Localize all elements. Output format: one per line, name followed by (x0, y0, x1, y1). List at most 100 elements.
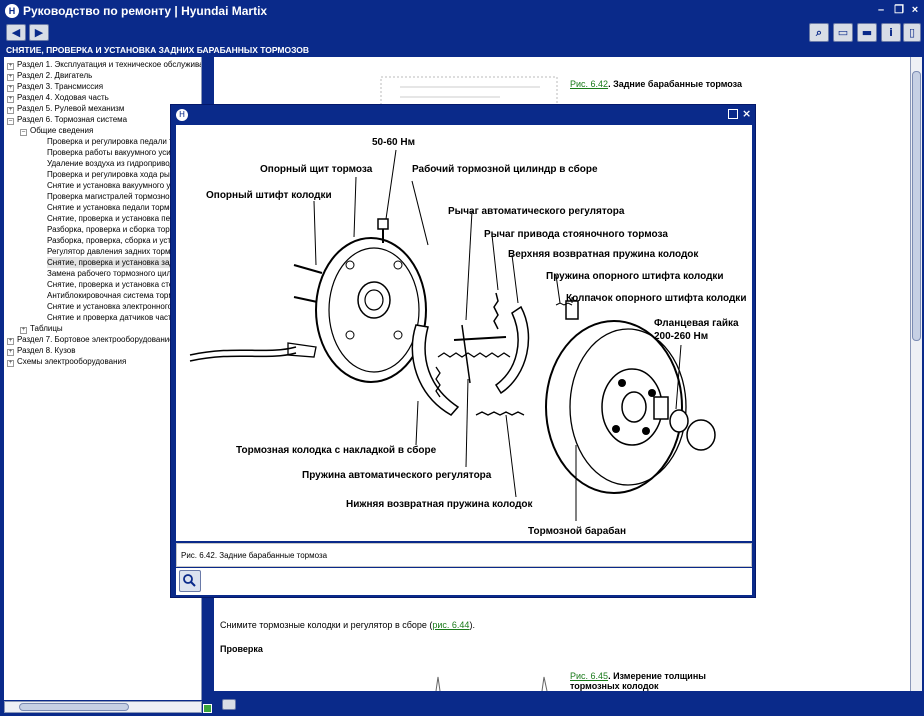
content-vertical-scrollbar[interactable] (910, 57, 922, 691)
check-icon (203, 704, 212, 713)
tree-item[interactable]: Снятие и установка электронного блока (47, 302, 196, 311)
tree-item[interactable]: Удаление воздуха из гидропривода (47, 159, 179, 168)
label-adjuster-spring: Пружина автоматического регулятора (302, 470, 492, 481)
popup-footer (176, 568, 752, 595)
label-torque-top: 50-60 Нм (372, 137, 415, 148)
tree-item[interactable]: Проверка работы вакуумного усилителя (47, 148, 197, 157)
toolbar: ◀ ▶ ⌕ ▭ ▬ i ▯ (0, 22, 924, 44)
tree-item[interactable]: +Раздел 2. Двигатель (7, 71, 93, 81)
expand-icon[interactable]: + (7, 96, 14, 103)
label-shoe-lining: Тормозная колодка с накладкой в сборе (236, 444, 437, 456)
print-button[interactable]: ▬ (857, 23, 877, 42)
app-logo-icon: H (5, 4, 19, 18)
arrow-right-icon: ▶ (34, 26, 44, 39)
expand-icon[interactable]: + (20, 327, 27, 334)
tree-item[interactable]: –Общие сведения (20, 126, 94, 136)
forward-button[interactable]: ▶ (29, 24, 49, 41)
tree-item[interactable]: Снятие и установка вакуумного усилителя (47, 181, 202, 190)
tree-item[interactable]: Антиблокировочная система тормозов (47, 291, 191, 300)
label-hold-spring: Пружина опорного штифта колодки (546, 270, 724, 282)
tree-item[interactable]: Снятие, проверка и установка стояночного… (47, 280, 201, 289)
popup-caption: Рис. 6.42. Задние барабанные тормоза (176, 543, 752, 567)
tree-item[interactable]: Разборка, проверка и сборка тормозного с… (47, 225, 201, 234)
figure-caption-top: Рис. 6.42. Задние барабанные тормоза (570, 79, 743, 89)
expand-icon[interactable]: + (7, 85, 14, 92)
expand-icon[interactable]: + (7, 338, 14, 345)
tree-item[interactable]: +Раздел 1. Эксплуатация и техническое об… (7, 60, 202, 70)
scrollbar-thumb[interactable] (912, 71, 921, 341)
arrow-left-icon: ◀ (11, 26, 21, 39)
exit-icon: ▯ (908, 26, 916, 39)
title-bar: H Руководство по ремонту | Hyundai Marti… (0, 0, 924, 22)
label-parking-lever: Рычаг привода стояночного тормоза (484, 229, 668, 240)
tree-horizontal-scrollbar[interactable] (4, 701, 202, 713)
exit-button[interactable]: ▯ (903, 23, 921, 42)
figure-link[interactable]: рис. 6.44 (432, 620, 470, 630)
expand-icon[interactable]: + (7, 107, 14, 114)
magnifier-icon (183, 574, 196, 587)
scrollbar-thumb[interactable] (19, 703, 129, 711)
figure-caption-bottom: Рис. 6.45. Измерение толщины тормозных к… (570, 671, 706, 691)
label-lower-spring: Нижняя возвратная пружина колодок (346, 499, 534, 510)
tree-item[interactable]: Разборка, проверка, сборка и установка (47, 236, 197, 245)
tree-item[interactable]: Снятие, проверка и установка передних то… (47, 214, 201, 223)
info-icon: i (889, 26, 893, 39)
figure-link[interactable]: Рис. 6.42 (570, 79, 609, 89)
window-title: Руководство по ремонту | Hyundai Martix (23, 4, 268, 18)
check-heading: Проверка (220, 644, 263, 654)
label-adjuster-lever: Рычаг автоматического регулятора (448, 206, 625, 217)
minimize-button[interactable]: – (877, 4, 885, 16)
tree-item[interactable]: Регулятор давления задних тормозов (47, 247, 188, 256)
tree-item[interactable]: +Раздел 5. Рулевой механизм (7, 104, 125, 114)
label-hold-cap: Колпачок опорного штифта колодки (566, 292, 746, 304)
tree-item[interactable]: +Раздел 3. Трансмиссия (7, 82, 104, 92)
tree-item[interactable]: Проверка магистралей тормозной системы (47, 192, 202, 201)
label-hold-pin: Опорный штифт колодки (206, 189, 332, 201)
expand-icon[interactable]: + (7, 349, 14, 356)
label-upper-spring: Верхняя возвратная пружина колодок (508, 249, 699, 260)
tree-item[interactable]: –Раздел 6. Тормозная система (7, 115, 128, 125)
tree-item[interactable]: +Схемы электрооборудования (7, 357, 127, 367)
tree-item[interactable]: Снятие и проверка датчиков частоты враще… (47, 313, 201, 322)
expand-icon[interactable]: + (7, 63, 14, 70)
app-logo-icon: H (176, 109, 188, 121)
restore-button[interactable]: ❐ (894, 4, 904, 16)
collapse-icon[interactable]: – (20, 129, 27, 136)
close-button[interactable]: × (911, 4, 919, 16)
expand-icon[interactable]: + (7, 360, 14, 367)
tree-item[interactable]: Замена рабочего тормозного цилиндра (47, 269, 194, 278)
label-flange-nut: Фланцевая гайка (654, 318, 739, 329)
search-button[interactable]: ⌕ (809, 23, 829, 42)
info-button[interactable]: i (881, 23, 901, 42)
open-button[interactable]: ▭ (833, 23, 853, 42)
brake-diagram: 50-60 Нм Опорный щит тормоза Рабочий тор… (176, 125, 752, 541)
close-icon[interactable]: × (742, 107, 752, 120)
printer-icon: ▬ (861, 26, 873, 39)
label-torque-nut: 200-260 Нм (654, 331, 708, 342)
tree-item[interactable]: Проверка и регулировка хода рычага (47, 170, 186, 179)
figure-popup-window: H × (170, 104, 756, 598)
collapse-icon[interactable]: – (7, 118, 14, 125)
expand-icon[interactable]: + (7, 74, 14, 81)
diagram-drawing: 50-60 Нм Опорный щит тормоза Рабочий тор… (189, 137, 746, 537)
tree-item[interactable]: +Раздел 4. Ходовая часть (7, 93, 109, 103)
status-bar (214, 694, 924, 716)
search-icon: ⌕ (815, 26, 823, 39)
section-title: СНЯТИЕ, ПРОВЕРКА И УСТАНОВКА ЗАДНИХ БАРА… (0, 44, 924, 56)
figure-link[interactable]: Рис. 6.45 (570, 671, 609, 681)
maximize-icon[interactable] (728, 109, 738, 119)
tree-item[interactable]: Проверка и регулировка педали тормоза (47, 137, 200, 146)
navigation-tree: +Раздел 1. Эксплуатация и техническое об… (4, 57, 202, 700)
back-button[interactable]: ◀ (6, 24, 26, 41)
tree-item[interactable]: +Таблицы (20, 324, 63, 334)
tree-item[interactable]: +Раздел 7. Бортовое электрооборудование (7, 335, 174, 345)
tree-item-selected[interactable]: Снятие, проверка и установка задних бара… (47, 257, 201, 268)
zoom-button[interactable] (179, 570, 201, 592)
label-drum: Тормозной барабан (528, 525, 626, 537)
menu-icon[interactable] (222, 699, 236, 710)
label-backing-plate: Опорный щит тормоза (260, 164, 373, 175)
tree-item[interactable]: +Раздел 8. Кузов (7, 346, 76, 356)
tree-item[interactable]: Снятие и установка педали тормоза (47, 203, 182, 212)
instruction-text: Снимите тормозные колодки и регулятор в … (220, 620, 475, 630)
figure-thumbnail-bottom[interactable] (424, 669, 554, 691)
